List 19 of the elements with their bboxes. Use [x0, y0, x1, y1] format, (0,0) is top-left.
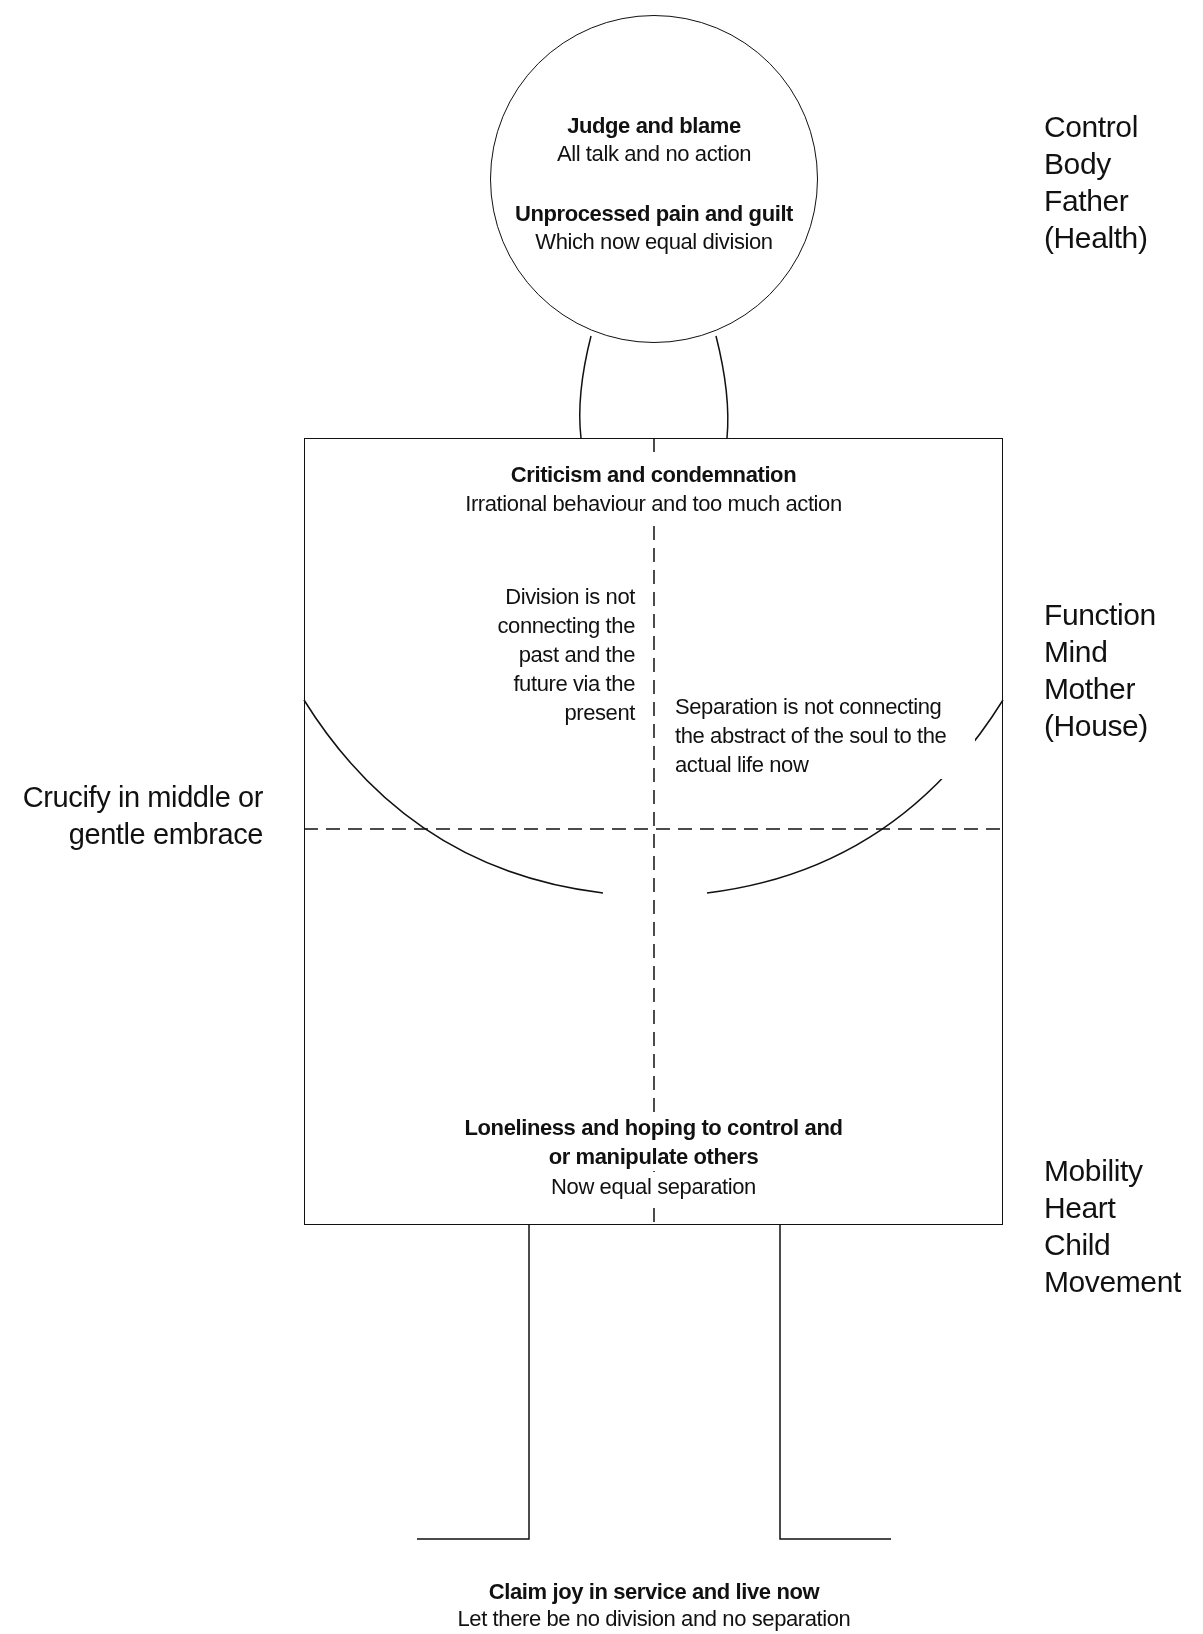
- label-text: Let there be no division and no separation: [456, 1605, 852, 1633]
- label-text: Mind: [1044, 634, 1109, 670]
- label-text: Father: [1044, 183, 1130, 219]
- label-text: Crucify in middle or gentle embrace: [21, 780, 263, 852]
- heading-text: Criticism and condemnation: [508, 460, 799, 489]
- body-text: Now equal separation: [549, 1172, 758, 1201]
- label-text: Mother: [1044, 671, 1136, 707]
- label-text: Heart: [1044, 1190, 1117, 1226]
- heading-text: Claim joy in service and live now: [487, 1578, 821, 1606]
- label-text: (House): [1044, 708, 1149, 744]
- label-text: Body: [1044, 146, 1112, 182]
- label-text: Child: [1044, 1227, 1112, 1263]
- label-text: Movement: [1044, 1264, 1182, 1300]
- neck-line: [715, 335, 729, 439]
- label-text: (Health): [1044, 220, 1149, 256]
- label-text: Mobility: [1044, 1153, 1144, 1189]
- neck-line: [579, 335, 592, 439]
- label-text: Function: [1044, 597, 1157, 633]
- label-text: Control: [1044, 109, 1139, 145]
